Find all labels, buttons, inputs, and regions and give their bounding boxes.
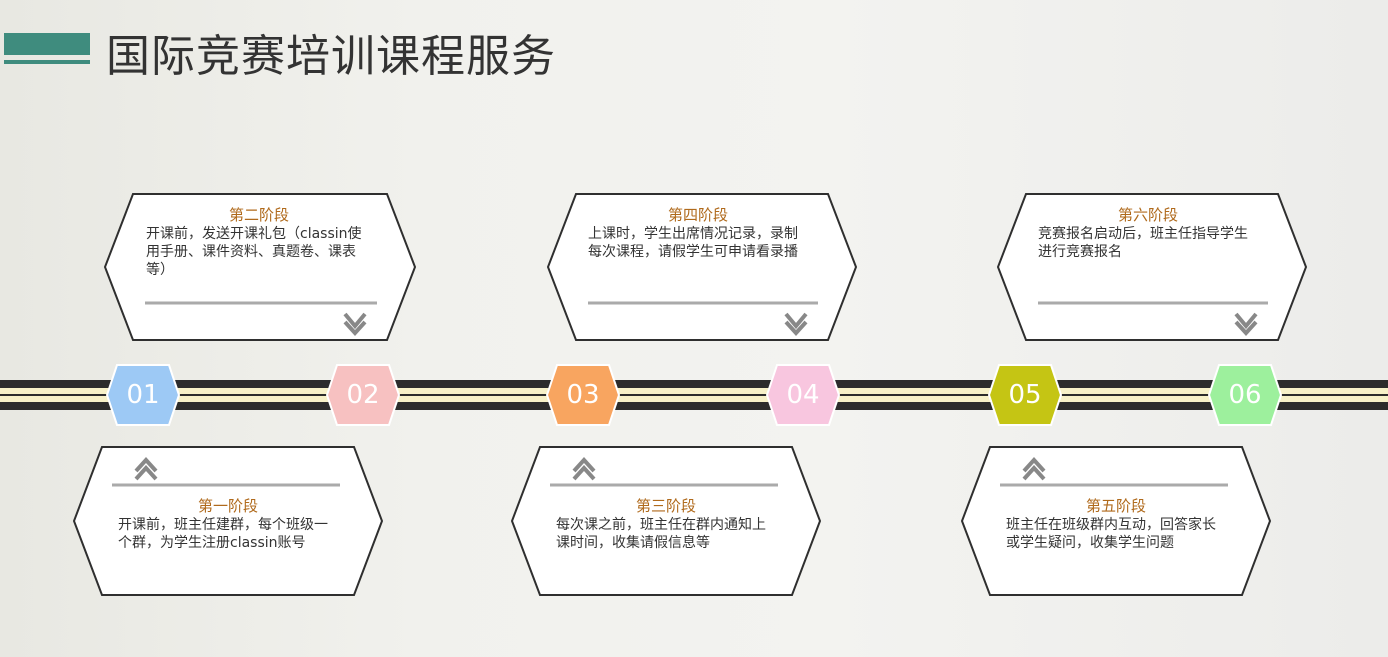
stage-text-02: 第二阶段开课前，发送开课礼包（classin使用手册、课件资料、真题卷、课表等）: [146, 206, 372, 279]
stage-title: 第五阶段: [1085, 497, 1146, 515]
stage-number: 05: [1008, 380, 1042, 410]
stage-text-06: 第六阶段竞赛报名启动后，班主任指导学生进行竞赛报名: [1038, 206, 1258, 261]
chevron-up-icon: [1022, 457, 1046, 473]
stage-description: 开课前，班主任建群，每个班级一个群，为学生注册classin账号: [118, 517, 328, 551]
stage-box-04: [546, 193, 858, 341]
stage-description: 上课时，学生出席情况记录，录制每次课程，请假学生可申请看录播: [588, 226, 798, 260]
stage-title: 第三阶段: [635, 497, 696, 515]
chevron-down-icon: [343, 320, 367, 336]
stage-text-03: 第三阶段每次课之前，班主任在群内通知上课时间，收集请假信息等: [556, 497, 776, 552]
stage-number: 02: [346, 380, 380, 410]
stage-number: 06: [1228, 380, 1262, 410]
chevron-up-icon: [572, 465, 596, 481]
stage-title: 第一阶段: [197, 497, 258, 515]
stage-text-01: 第一阶段开课前，班主任建群，每个班级一个群，为学生注册classin账号: [118, 497, 338, 552]
chevron-down-icon: [343, 312, 367, 330]
title-accent-line: [4, 60, 90, 64]
chevron-up-icon: [134, 457, 158, 473]
stage-number: 03: [566, 380, 600, 410]
stage-box-06: [996, 193, 1308, 341]
stage-title: 第六阶段: [1117, 206, 1178, 224]
timeline-stripe-lower: [0, 396, 1388, 402]
stage-text-05: 第五阶段班主任在班级群内互动，回答家长或学生疑问，收集学生问题: [1006, 497, 1226, 552]
stage-marker-04: [765, 364, 841, 426]
stage-description: 开课前，发送开课礼包（classin使用手册、课件资料、真题卷、课表等）: [146, 226, 362, 278]
stage-marker-03: [545, 364, 621, 426]
stage-text-04: 第四阶段上课时，学生出席情况记录，录制每次课程，请假学生可申请看录播: [588, 206, 808, 261]
stage-title: 第二阶段: [228, 206, 289, 224]
stage-description: 每次课之前，班主任在群内通知上课时间，收集请假信息等: [556, 517, 766, 551]
stage-box-03: [510, 446, 822, 596]
stage-marker-02: [325, 364, 401, 426]
title-accent-bar: [4, 33, 90, 55]
stage-box-02: [103, 193, 417, 341]
timeline-track: [0, 380, 1388, 410]
stage-box-01: [72, 446, 384, 596]
chevron-up-icon: [1022, 465, 1046, 481]
chevron-down-icon: [784, 320, 808, 336]
stage-marker-05: [987, 364, 1063, 426]
chevron-up-icon: [134, 465, 158, 481]
chevron-down-icon: [1234, 312, 1258, 330]
chevron-down-icon: [1234, 320, 1258, 336]
page-title: 国际竞赛培训课程服务: [106, 31, 556, 82]
stage-title: 第四阶段: [667, 206, 728, 224]
stage-number: 04: [786, 380, 820, 410]
stage-number: 01: [126, 380, 160, 410]
timeline-stripe-upper: [0, 388, 1388, 394]
stage-description: 班主任在班级群内互动，回答家长或学生疑问，收集学生问题: [1006, 517, 1216, 551]
stage-description: 竞赛报名启动后，班主任指导学生进行竞赛报名: [1038, 226, 1248, 260]
stage-box-05: [960, 446, 1272, 596]
chevron-up-icon: [572, 457, 596, 473]
stage-marker-06: [1207, 364, 1283, 426]
stage-marker-01: [105, 364, 181, 426]
chevron-down-icon: [784, 312, 808, 330]
